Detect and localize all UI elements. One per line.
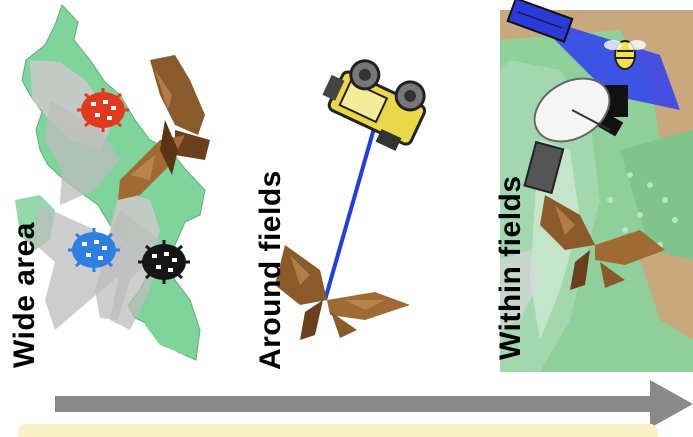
detection-beam — [325, 118, 377, 300]
within-fields-illustration — [500, 0, 693, 372]
camera-trap-icon — [314, 49, 434, 155]
label-wide-area: Wide area — [8, 222, 42, 368]
moth-icon — [275, 245, 410, 340]
virus-particle-icon — [138, 240, 190, 284]
virus-particle-icon — [68, 228, 120, 272]
virus-particle-icon — [77, 88, 129, 132]
footer-band — [18, 424, 658, 437]
panel-within-fields — [500, 0, 693, 372]
label-around-fields: Around fields — [254, 170, 288, 370]
label-within-fields: Within fields — [494, 175, 528, 360]
